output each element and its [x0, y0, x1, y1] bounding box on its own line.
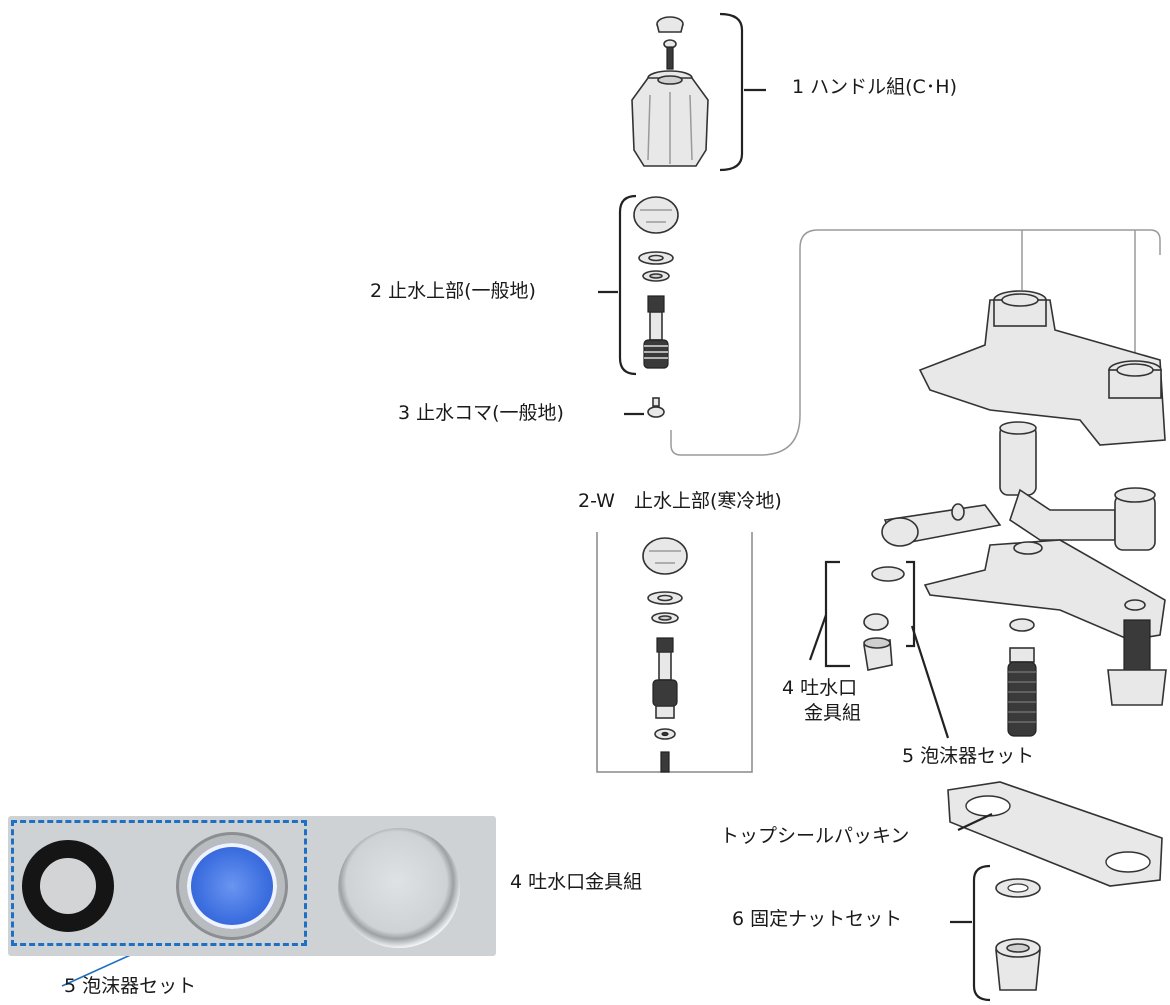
aerator-bracket	[906, 560, 916, 648]
rubber-washer	[22, 840, 114, 932]
stop-koma-illustration	[647, 397, 665, 418]
top-seal-packing-label: トップシールパッキン	[720, 825, 910, 847]
handle-set-illustration	[631, 16, 709, 167]
handle-set-label: 1 ハンドル組(C･H)	[792, 76, 958, 98]
top-seal-packing-illustration	[947, 781, 1163, 887]
aerator-parts-illustration	[863, 566, 905, 671]
photo-aerator-label: 5 泡沫器セット	[64, 975, 197, 997]
stop-upper-general-bracket	[618, 194, 637, 376]
stop-upper-general-label: 2 止水上部(一般地)	[370, 280, 536, 302]
fixing-nut-bracket	[972, 864, 991, 1002]
aerator-photo	[8, 816, 496, 956]
spout-fitting-bracket	[824, 560, 850, 668]
handle-set-bracket	[719, 12, 744, 172]
stop-upper-cold-box	[596, 532, 753, 773]
stop-koma-label: 3 止水コマ(一般地)	[398, 402, 564, 424]
aerator-highlight-box	[11, 820, 307, 946]
stop-upper-cold-label: 2-W 止水上部(寒冷地)	[578, 490, 782, 512]
aerator-set-label: 5 泡沫器セット	[902, 745, 1035, 767]
faucet-body-illustration	[881, 290, 1167, 737]
stop-upper-general-illustration	[633, 196, 679, 369]
photo-spout-fitting-label: 4 吐水口金具組	[510, 871, 643, 893]
fixing-nut-set-illustration	[995, 878, 1041, 991]
spout-fitting-label-line2: 金具組	[804, 702, 862, 724]
aerator-mesh	[176, 832, 288, 940]
spout-fitting-label-line1: 4 吐水口	[782, 677, 858, 699]
spout-metal-ring	[338, 828, 460, 948]
fixing-nut-set-label: 6 固定ナットセット	[732, 908, 903, 930]
connector-line	[670, 229, 1161, 456]
stop-upper-cold-illustration	[642, 537, 688, 773]
